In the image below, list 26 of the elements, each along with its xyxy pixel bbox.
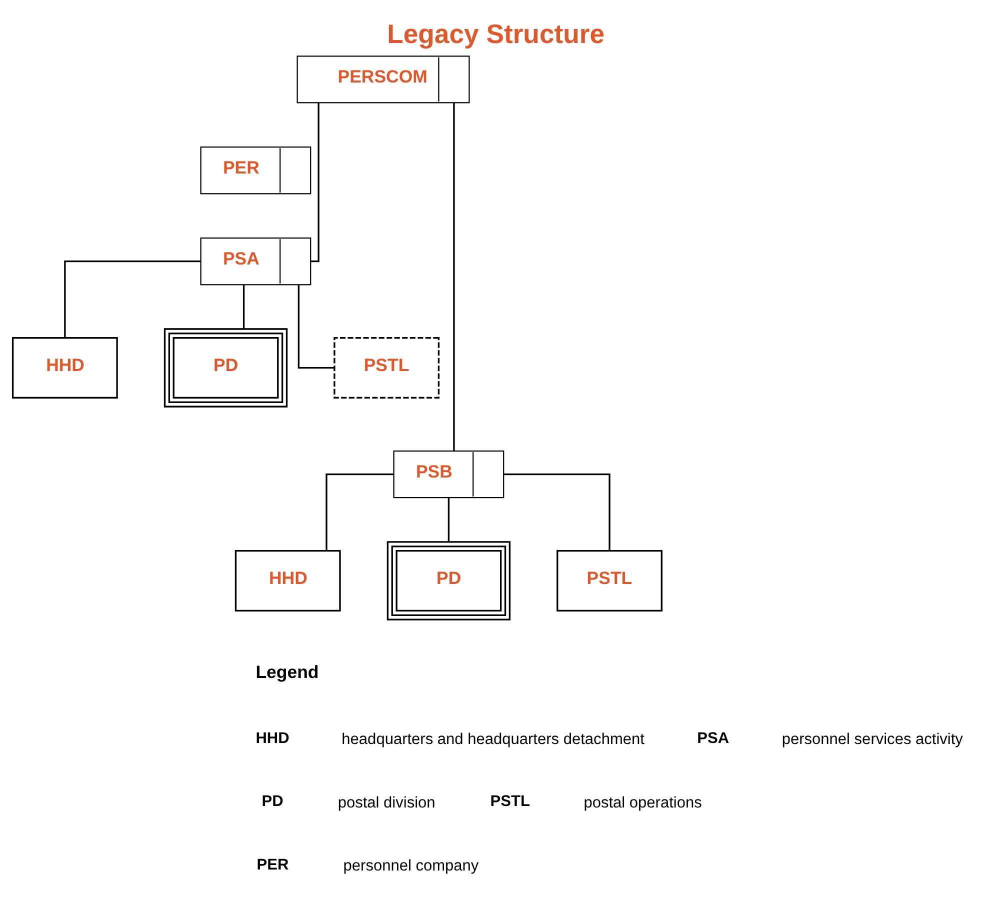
label: PSTL <box>490 792 530 810</box>
node-box: PSTL <box>556 550 662 612</box>
label: postal division <box>338 794 436 811</box>
connector <box>453 102 455 450</box>
node-box: HHD <box>234 550 341 612</box>
label: postal operations <box>584 794 702 811</box>
node-box: PSTL <box>334 336 440 398</box>
label: Legend <box>256 662 319 682</box>
label: PER <box>256 856 289 873</box>
label: PSA <box>697 729 730 746</box>
connector <box>242 284 245 328</box>
connector <box>504 472 610 550</box>
connector <box>326 472 394 550</box>
label: headquarters and headquarters detachment <box>342 730 644 748</box>
connector <box>310 102 320 262</box>
diagram-title: Legacy Structure <box>387 18 605 49</box>
label: personnel services activity <box>782 730 963 748</box>
node-box: HHD <box>12 336 118 398</box>
label: HHD <box>256 729 290 746</box>
connector <box>448 497 450 542</box>
connector <box>64 260 201 338</box>
label: PD <box>262 792 284 810</box>
node-box: PD <box>386 540 511 620</box>
connector <box>298 284 334 368</box>
label: personnel company <box>343 856 479 874</box>
node-box: PD <box>164 328 288 407</box>
